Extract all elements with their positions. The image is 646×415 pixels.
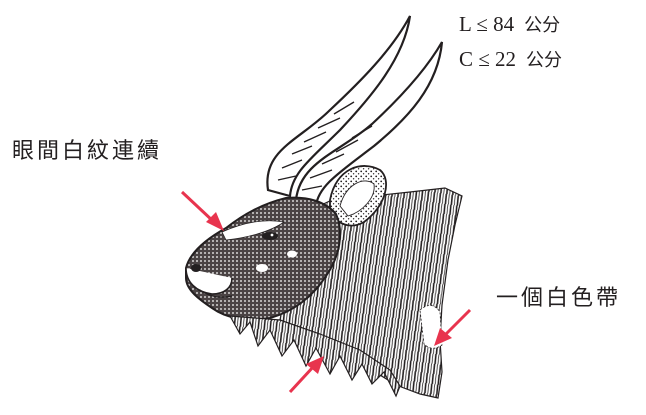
eye (262, 232, 278, 240)
eye-stripe-arrow (182, 192, 224, 231)
nose (191, 264, 201, 272)
